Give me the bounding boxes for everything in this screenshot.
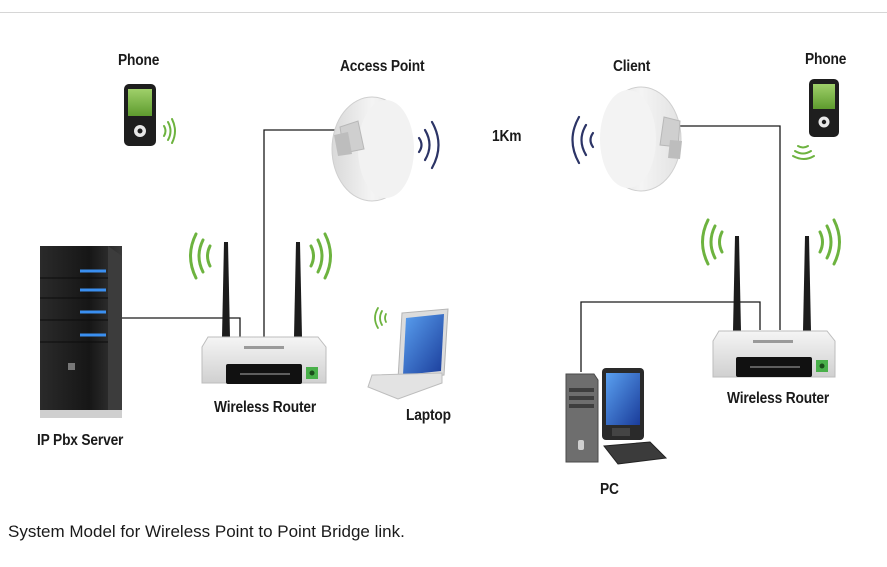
wire-client-to-router-right	[680, 125, 781, 330]
phone-right-icon	[792, 79, 839, 160]
top-divider	[0, 12, 887, 13]
client-cpe-icon	[571, 86, 682, 192]
access-point-icon	[331, 96, 440, 202]
wireless-router-left-icon	[189, 232, 332, 384]
label-pc: PC	[600, 481, 619, 498]
figure-caption: System Model for Wireless Point to Point…	[8, 522, 405, 541]
wifi-signal-icon	[189, 232, 332, 280]
wifi-signal-icon	[792, 145, 815, 160]
label-wireless-router-left: Wireless Router	[214, 399, 317, 416]
label-phone-right: Phone	[805, 51, 847, 68]
pc-icon	[565, 368, 668, 465]
bridge-wave-icon	[571, 115, 595, 165]
label-laptop: Laptop	[406, 407, 451, 424]
wifi-signal-icon	[701, 218, 841, 266]
label-wireless-router-right: Wireless Router	[727, 390, 830, 407]
laptop-icon	[367, 307, 449, 400]
phone-left-icon	[124, 84, 176, 146]
label-client: Client	[613, 58, 651, 75]
wired-links	[120, 125, 781, 372]
label-ip-pbx-server: IP Pbx Server	[37, 432, 124, 449]
wireless-router-right-icon	[701, 218, 841, 378]
wire-server-to-router-left	[120, 317, 241, 337]
server-led-strips	[80, 269, 106, 337]
wifi-signal-icon	[163, 118, 176, 144]
label-phone-left: Phone	[118, 52, 160, 69]
wire-router-left-to-access-point	[263, 129, 338, 337]
label-access-point: Access Point	[340, 58, 425, 75]
bridge-wave-icon	[417, 120, 440, 170]
wifi-signal-icon	[374, 307, 387, 329]
ip-pbx-server-icon	[40, 246, 122, 418]
label-distance: 1Km	[492, 128, 522, 145]
wire-pc-to-router-right	[580, 301, 761, 372]
